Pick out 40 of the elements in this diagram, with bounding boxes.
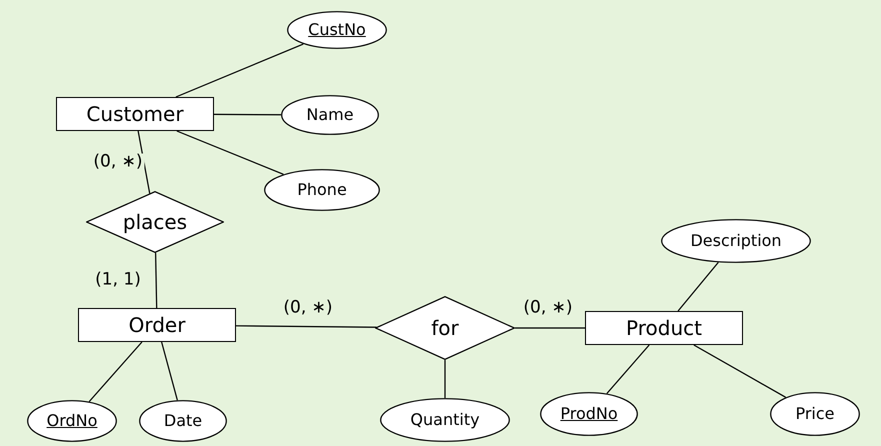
attribute-ellipse — [264, 169, 380, 211]
attribute-ellipse — [770, 392, 860, 436]
relationship-name: places — [122, 209, 188, 236]
attribute-name: Name — [306, 104, 354, 126]
attribute-ellipse — [27, 400, 117, 442]
connector-line — [176, 43, 304, 98]
connector-line — [515, 327, 585, 329]
attribute-name: Price — [795, 403, 835, 425]
entity-box — [56, 97, 214, 131]
connector-line — [176, 130, 284, 175]
attribute-name: CustNo — [308, 19, 366, 41]
connector-line — [155, 252, 158, 308]
connector-line — [606, 344, 650, 394]
attribute-name: ProdNo — [560, 403, 618, 425]
connector-line — [678, 262, 719, 312]
entity-name: Order — [128, 312, 186, 339]
relationship-name: for — [431, 315, 459, 342]
relationship-diamond — [86, 191, 224, 253]
entity-box — [78, 308, 236, 342]
attribute-name: Phone — [297, 179, 347, 201]
connector-line — [161, 342, 178, 400]
attribute-ellipse — [281, 95, 379, 135]
connector-line — [694, 344, 786, 398]
attribute-name: Description — [690, 230, 782, 252]
relationship-diamond — [375, 296, 515, 360]
attribute-ellipse — [380, 398, 510, 442]
attribute-ellipse — [139, 400, 227, 442]
attribute-ellipse — [661, 219, 811, 263]
connector-line — [236, 325, 377, 328]
attribute-name: OrdNo — [46, 410, 98, 432]
entity-name: Customer — [86, 101, 184, 128]
entity-name: Product — [626, 315, 702, 342]
attribute-ellipse — [540, 392, 638, 436]
entity-box — [585, 311, 743, 345]
attribute-ellipse — [287, 11, 387, 49]
attribute-name: Quantity — [410, 409, 480, 431]
attribute-name: Date — [164, 410, 202, 432]
connector-line — [88, 342, 142, 402]
connector-line — [214, 114, 281, 116]
connector-line — [444, 360, 446, 398]
